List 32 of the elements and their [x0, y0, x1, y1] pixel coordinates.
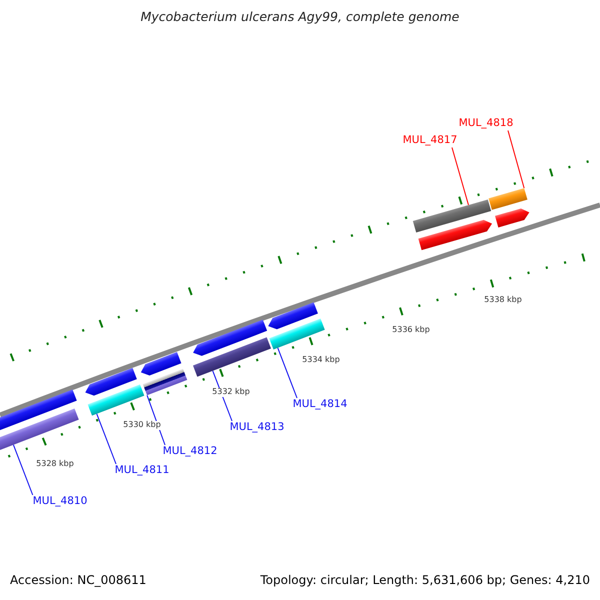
leader-line	[12, 444, 34, 496]
gene-feature	[85, 368, 137, 396]
gene-label: MUL_4812	[162, 446, 218, 458]
accession-text: Accession: NC_008611	[10, 574, 146, 588]
gene-bar	[488, 188, 528, 210]
tick-label: 5336 kbp	[392, 326, 430, 335]
gene-bar	[88, 384, 144, 416]
genome-summary: Topology: circular; Length: 5,631,606 bp; Genes: 4,210	[260, 574, 590, 588]
leader-line	[508, 130, 525, 189]
map-title: Mycobacterium ulcerans Agy99, complete genome	[140, 10, 460, 24]
tick-label: 5334 kbp	[302, 356, 340, 365]
tick-label: 5332 kbp	[212, 388, 250, 397]
leader-line	[452, 147, 469, 206]
gene-label: MUL_4810	[32, 496, 88, 508]
gene-label: MUL_4813	[230, 422, 284, 434]
tick-label: 5338 kbp	[484, 296, 522, 305]
tick-label: 5330 kbp	[123, 421, 161, 430]
gene-feature	[418, 220, 492, 250]
leader-line	[277, 347, 298, 398]
gene-bar	[142, 368, 188, 396]
leader-line	[96, 413, 116, 464]
gene-label: MUL_4818	[458, 118, 514, 130]
gene-bar	[412, 199, 492, 233]
gene-label: MUL_4817	[402, 135, 458, 147]
gene-bar	[269, 318, 325, 350]
gene-feature	[193, 320, 268, 356]
gene-label: MUL_4814	[292, 399, 348, 411]
gene-label: MUL_4811	[114, 465, 170, 477]
gene-feature	[268, 302, 318, 330]
gene-feature	[495, 208, 530, 228]
gene-feature	[140, 352, 182, 376]
gene-bar	[192, 337, 272, 377]
